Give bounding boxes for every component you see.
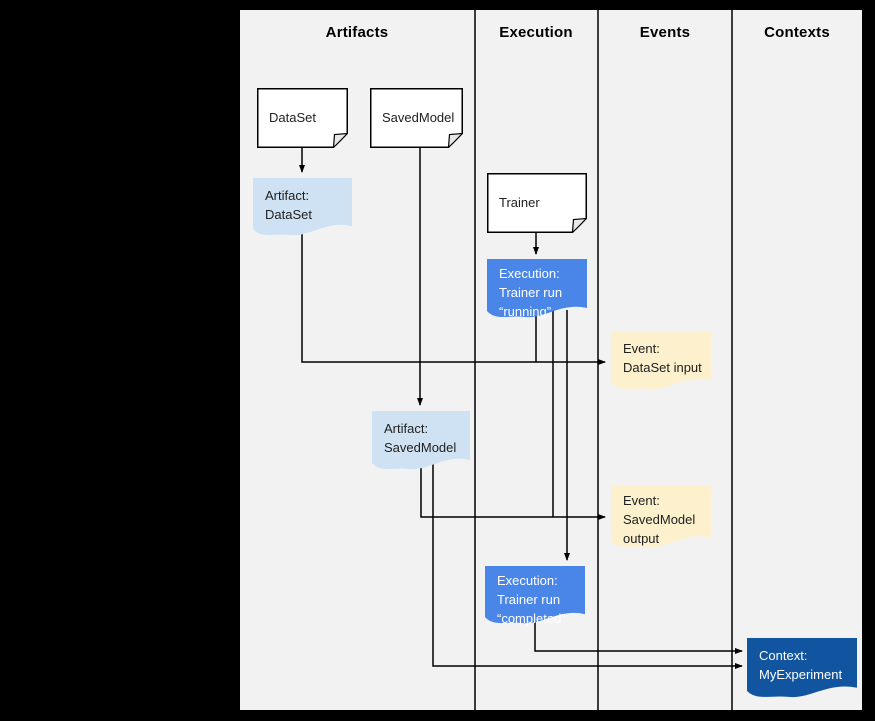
- node-event-savedmodel-output: Event: SavedModel output: [611, 485, 711, 551]
- document-shape: [487, 259, 587, 318]
- node-line: MyExperiment: [759, 667, 843, 682]
- node-line: Execution:: [497, 573, 558, 588]
- folded-page-shape: [487, 173, 587, 233]
- arrow-execution-completed-to-context: [534, 620, 743, 654]
- node-line: Event:: [623, 341, 660, 356]
- node-context-myexperiment: Context: MyExperiment: [747, 637, 857, 701]
- lane-header-execution: Execution: [499, 24, 573, 41]
- node-label: Trainer: [499, 195, 540, 210]
- node-line: Trainer run: [499, 285, 563, 300]
- node-line: “completed”: [497, 611, 566, 626]
- node-artifact-dataset: Artifact: DataSet: [253, 177, 352, 239]
- node-line: DataSet input: [623, 360, 702, 375]
- node-line: Event:: [623, 493, 660, 508]
- node-execution-completed: Execution: Trainer run “completed”: [485, 565, 585, 627]
- node-line: Artifact:: [384, 421, 429, 436]
- node-trainer-type: Trainer: [487, 173, 587, 233]
- node-line: Execution:: [499, 266, 560, 281]
- diagram-panel: Artifacts Execution Events Contexts Data…: [240, 10, 862, 710]
- document-shape: [747, 638, 857, 698]
- node-line: SavedModel: [384, 440, 457, 455]
- page-fold: [571, 217, 587, 233]
- node-line: Trainer run: [497, 592, 561, 607]
- node-line: Artifact:: [265, 188, 310, 203]
- node-savedmodel-type: SavedModel: [370, 88, 463, 148]
- document-shape: [253, 177, 352, 236]
- page-fold: [447, 132, 463, 148]
- arrow-artifact-dataset-to-event-input: [301, 230, 606, 365]
- node-line: SavedModel: [623, 512, 696, 527]
- node-line: output: [623, 531, 660, 546]
- node-event-dataset-input: Event: DataSet input: [611, 330, 711, 393]
- arrow-artifact-savedmodel-to-event-output: [420, 462, 606, 520]
- node-label: SavedModel: [382, 110, 455, 125]
- page-fold: [332, 132, 348, 148]
- document-shape: [611, 331, 711, 390]
- node-label: DataSet: [269, 110, 316, 125]
- node-line: DataSet: [265, 207, 312, 222]
- node-artifact-savedmodel: Artifact: SavedModel: [372, 410, 470, 473]
- document-shape: [372, 411, 470, 470]
- document-shape: [485, 565, 585, 624]
- folded-page-shape: [370, 88, 463, 148]
- node-execution-running: Execution: Trainer run “running”: [487, 258, 587, 321]
- folded-page-shape: [257, 88, 348, 148]
- document-shape: [611, 486, 711, 547]
- arrow-artifact-savedmodel-to-context: [432, 462, 743, 669]
- lane-header-contexts: Contexts: [764, 24, 830, 41]
- connector-layer: [299, 10, 743, 710]
- lane-header-events: Events: [639, 24, 691, 41]
- lane-header-artifacts: Artifacts: [325, 24, 389, 41]
- node-line: Context:: [759, 648, 808, 663]
- node-dataset-type: DataSet: [257, 88, 348, 148]
- node-line: “running”: [499, 304, 552, 319]
